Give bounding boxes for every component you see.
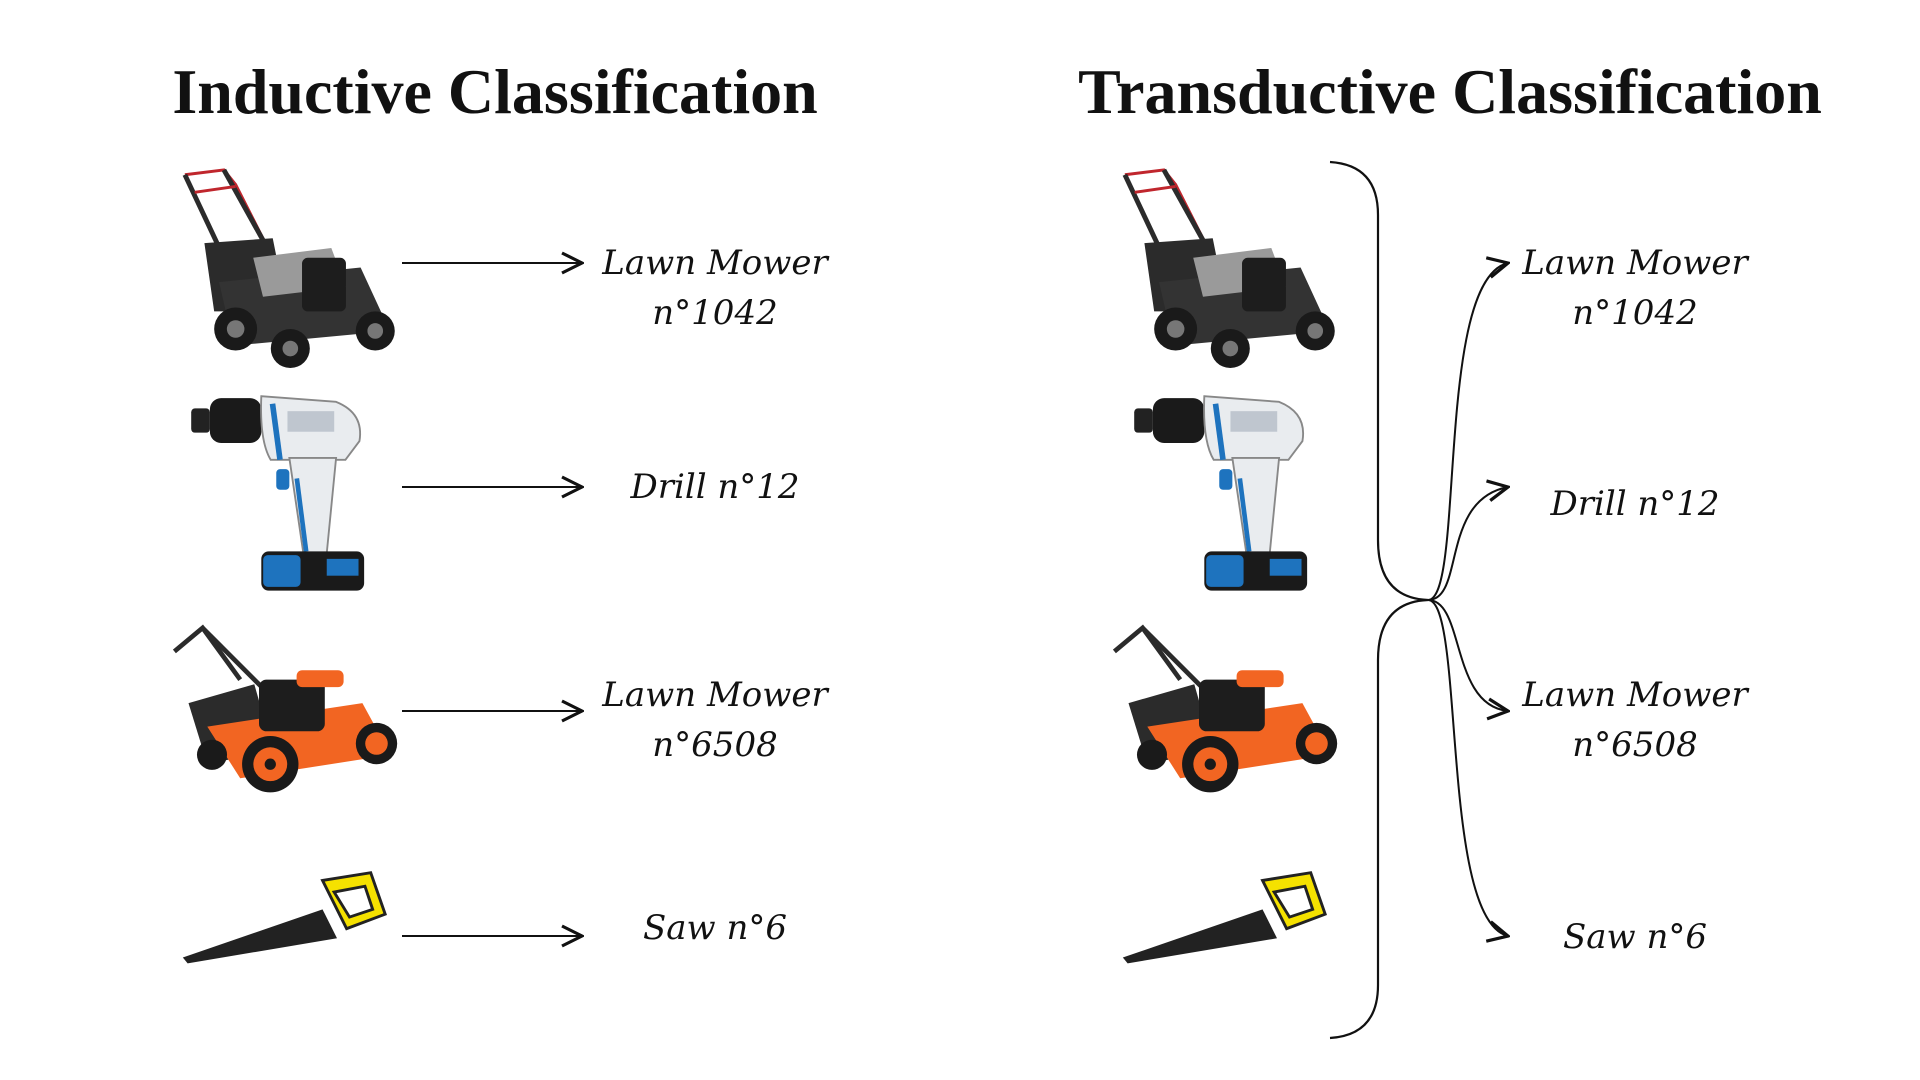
label-line-1: Saw n°6	[1562, 917, 1707, 957]
label-line-2: n°1042	[1572, 293, 1698, 333]
label-line-1: Lawn Mower	[602, 675, 828, 715]
t-arrow-saw	[1427, 599, 1508, 936]
label-line-2: n°6508	[652, 725, 778, 765]
label-line-1: Lawn Mower	[1522, 243, 1748, 283]
t-arrow-drill	[1427, 487, 1508, 601]
t-label-drill: Drill n°12	[1475, 479, 1795, 529]
label-drill: Drill n°12	[555, 462, 875, 512]
curly-brace	[1329, 160, 1429, 1040]
inductive-title: Inductive Classification	[172, 56, 818, 127]
t-label-saw: Saw n°6	[1475, 912, 1795, 962]
t-label-mower-1: Lawn Mower n°1042	[1475, 238, 1795, 338]
lawn-mower-orange-image	[174, 628, 397, 793]
label-line-1: Lawn Mower	[602, 243, 828, 283]
label-line-2: n°1042	[652, 293, 778, 333]
transductive-title: Transductive Classification	[1078, 56, 1822, 127]
label-line-1: Saw n°6	[642, 908, 787, 948]
label-line-1: Lawn Mower	[1522, 675, 1748, 715]
saw-image	[181, 871, 387, 965]
t-arrow-mower-1	[1427, 263, 1508, 601]
label-mower-1: Lawn Mower n°1042	[555, 238, 875, 338]
lawn-mower-orange-image-t	[1114, 628, 1337, 793]
t-label-mower-2: Lawn Mower n°6508	[1475, 670, 1795, 770]
label-line-1: Drill n°12	[1550, 484, 1720, 524]
label-line-1: Drill n°12	[630, 467, 800, 507]
lawn-mower-black-image	[185, 170, 395, 368]
t-arrow-mower-2	[1427, 599, 1508, 711]
drill-image	[191, 396, 364, 590]
drill-image-t	[1134, 396, 1307, 590]
label-line-2: n°6508	[1572, 725, 1698, 765]
lawn-mower-black-image-t	[1125, 170, 1335, 368]
saw-image-t	[1121, 871, 1327, 965]
label-mower-2: Lawn Mower n°6508	[555, 670, 875, 770]
label-saw: Saw n°6	[555, 903, 875, 953]
